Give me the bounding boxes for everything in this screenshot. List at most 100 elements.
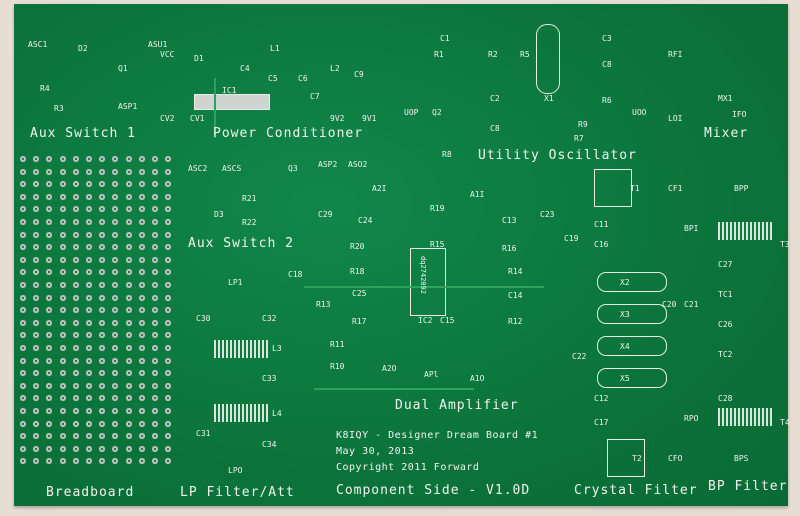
component-label: R15 [430, 240, 445, 249]
component-label: D1 [194, 54, 204, 63]
breadboard-hole [138, 319, 145, 326]
breadboard-hole [99, 319, 106, 326]
component-label: D3 [214, 210, 224, 219]
breadboard-hole [99, 332, 106, 339]
breadboard-hole [59, 168, 66, 175]
breadboard-hole [72, 294, 79, 301]
breadboard-hole [20, 445, 26, 452]
breadboard-hole [112, 357, 119, 364]
breadboard-hole [20, 294, 26, 301]
breadboard-hole [20, 307, 26, 314]
breadboard-hole [86, 332, 92, 339]
component-label: T1 [630, 184, 640, 193]
component-label: R10 [330, 362, 345, 371]
breadboard-hole [20, 420, 26, 427]
breadboard-hole [72, 420, 79, 427]
component-label: T3 [780, 240, 790, 249]
breadboard-hole [125, 156, 132, 162]
breadboard-hole [125, 294, 132, 301]
breadboard-hole [46, 408, 53, 414]
breadboard-hole [138, 433, 145, 440]
breadboard-hole [165, 244, 172, 251]
component-label: LPO [228, 466, 243, 475]
breadboard-hole [46, 244, 53, 251]
breadboard-hole [59, 370, 66, 377]
breadboard-hole [20, 156, 26, 162]
breadboard-hole [99, 244, 106, 251]
breadboard-hole [138, 231, 145, 238]
breadboard-hole [112, 193, 119, 200]
transformer-t1-outline [594, 169, 632, 207]
breadboard-hole [46, 445, 53, 452]
breadboard-hole [165, 420, 172, 427]
ic2-marking: dq2742092 [419, 256, 427, 294]
breadboard-hole [165, 433, 172, 440]
breadboard-hole [72, 408, 79, 414]
component-label: R16 [502, 244, 517, 253]
breadboard-hole [59, 269, 66, 276]
component-label: C16 [594, 240, 609, 249]
breadboard-hole [46, 357, 53, 364]
breadboard-hole [138, 193, 145, 200]
breadboard-hole [112, 408, 119, 414]
component-label: R7 [574, 134, 584, 143]
breadboard-hole [59, 219, 66, 225]
breadboard-hole [165, 168, 172, 175]
breadboard-hole [138, 294, 145, 301]
breadboard-hole [59, 395, 66, 402]
component-label: CV1 [190, 114, 205, 123]
breadboard-hole [59, 458, 66, 465]
breadboard-hole [59, 206, 66, 213]
breadboard-hole [59, 193, 66, 200]
breadboard-hole [86, 244, 92, 251]
breadboard-hole [46, 219, 53, 225]
breadboard-hole [152, 332, 158, 339]
component-label: C14 [508, 291, 523, 300]
breadboard-hole [165, 332, 172, 339]
component-label: R17 [352, 317, 367, 326]
breadboard-hole [33, 269, 40, 276]
component-label: L3 [272, 344, 282, 353]
component-label: Q3 [288, 164, 298, 173]
breadboard-hole [152, 206, 158, 213]
breadboard-hole [152, 269, 158, 276]
breadboard-hole [125, 219, 132, 225]
component-label: TC1 [718, 290, 733, 299]
breadboard-hole [99, 433, 106, 440]
component-label: UOP [404, 108, 419, 117]
breadboard-hole [46, 168, 53, 175]
breadboard-hole [72, 345, 79, 351]
breadboard-hole [125, 382, 132, 389]
component-label: R14 [508, 267, 523, 276]
component-label: IC1 [222, 86, 237, 95]
breadboard-hole [138, 307, 145, 314]
breadboard-hole [72, 282, 79, 288]
trace [314, 388, 474, 390]
breadboard-hole [112, 256, 119, 263]
component-label: C20 [662, 300, 677, 309]
component-label: C8 [490, 124, 500, 133]
breadboard-hole [72, 332, 79, 339]
breadboard-hole [33, 345, 40, 351]
component-label: R21 [242, 194, 257, 203]
info-copyright: Copyright 2011 Forward [336, 462, 480, 473]
breadboard-hole [86, 458, 92, 465]
breadboard-hole [138, 219, 145, 225]
breadboard-hole [125, 408, 132, 414]
breadboard-hole [72, 156, 79, 162]
breadboard-hole [86, 382, 92, 389]
ic1-outline [194, 94, 270, 110]
breadboard-hole [138, 395, 145, 402]
component-label: C27 [718, 260, 733, 269]
breadboard-hole [59, 307, 66, 314]
breadboard-hole [20, 370, 26, 377]
crystal-x4-outline [597, 336, 667, 356]
component-label: C24 [358, 216, 373, 225]
breadboard-hole [46, 282, 53, 288]
breadboard-hole [152, 193, 158, 200]
breadboard-hole [138, 370, 145, 377]
breadboard-hole [33, 294, 40, 301]
breadboard-hole [99, 231, 106, 238]
breadboard-hole [46, 294, 53, 301]
breadboard-hole [46, 332, 53, 339]
